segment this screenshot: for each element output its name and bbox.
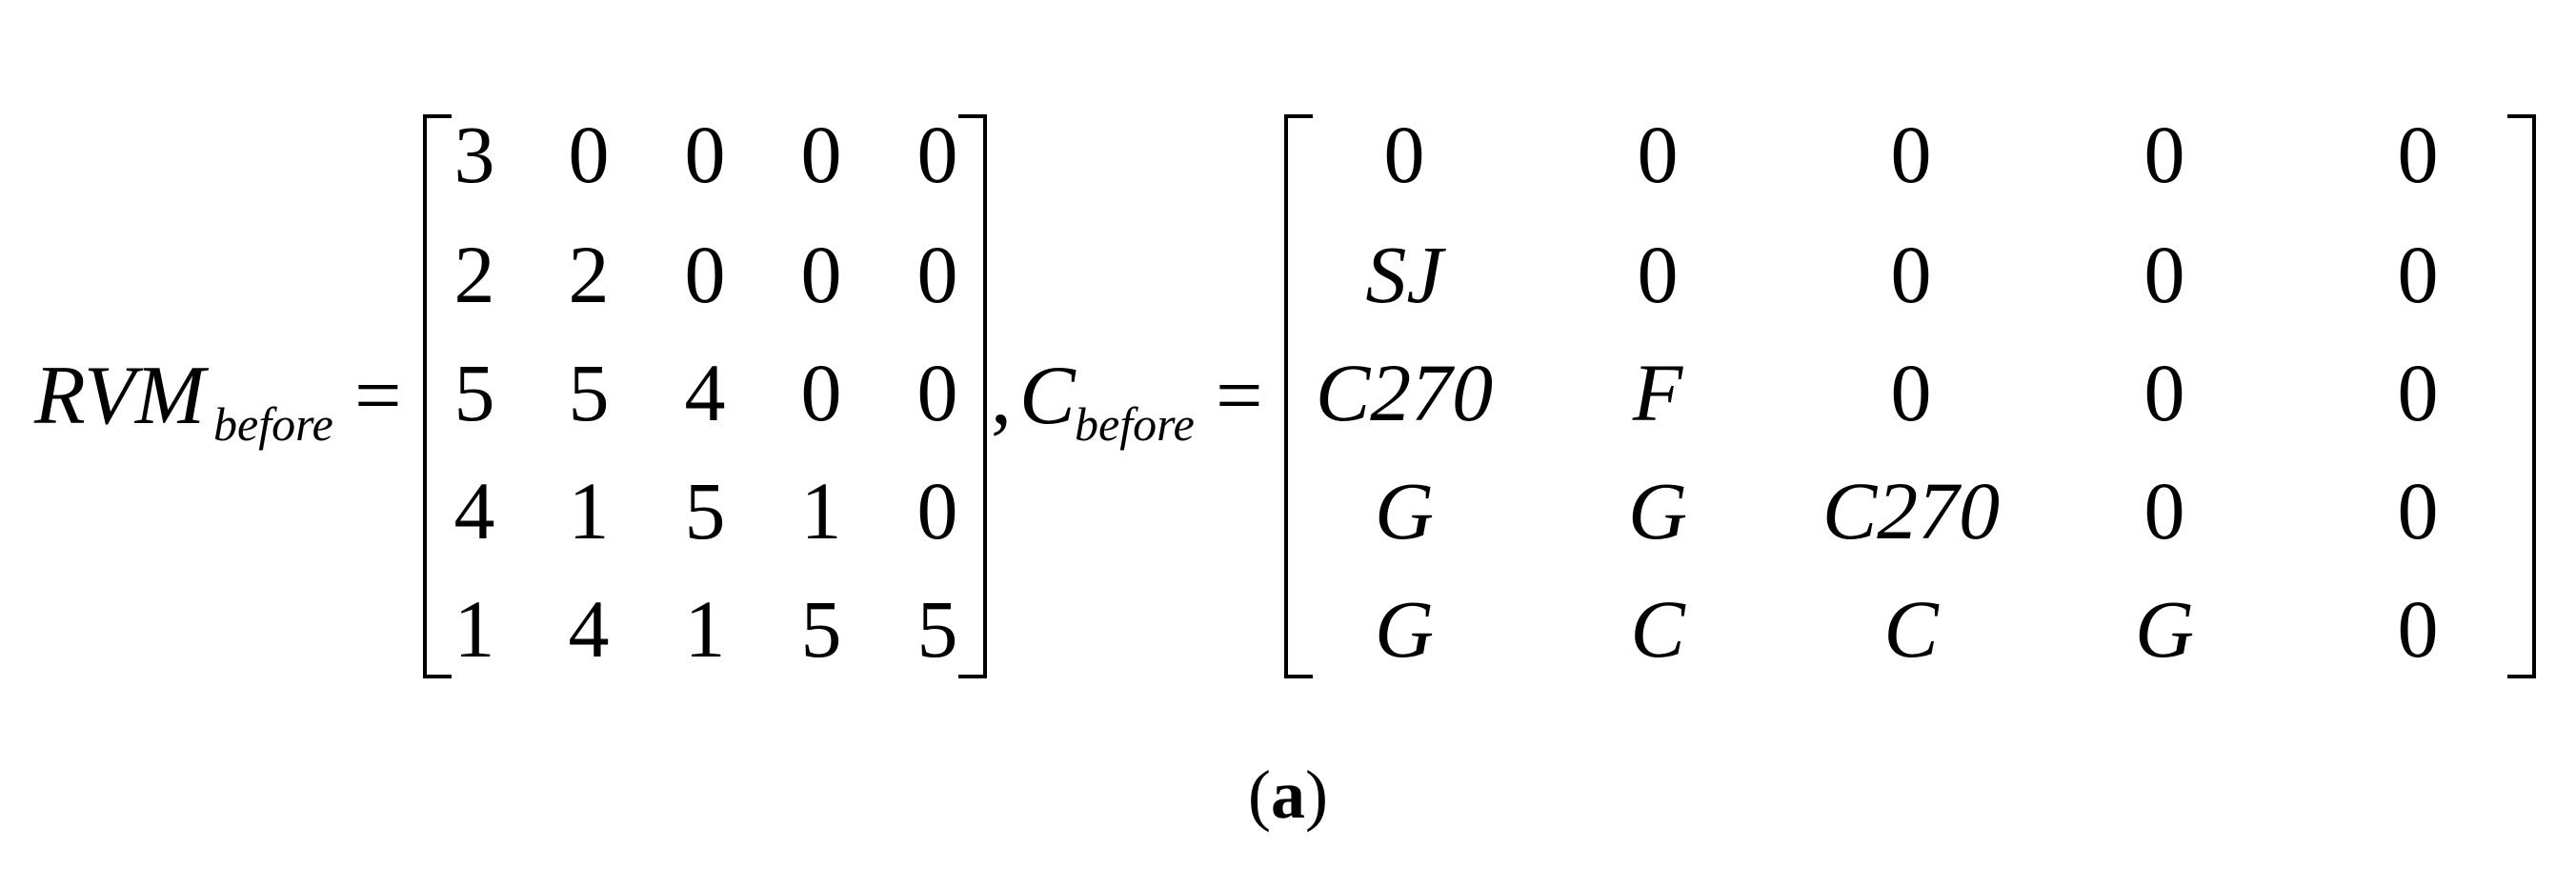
matrix1-cell-r1-c4: 0 xyxy=(800,109,842,200)
matrix1-cell-r3-c2: 5 xyxy=(568,347,610,438)
matrix2-cell-r5-c4: G xyxy=(2134,583,2195,675)
matrix1-left-bracket xyxy=(423,114,452,678)
matrix2-cell-r5-c5: 0 xyxy=(2397,583,2439,675)
matrix2-cell-r1-c4: 0 xyxy=(2143,109,2185,200)
matrix2-cell-r1-c1: 0 xyxy=(1383,109,1425,200)
matrix1-cell-r5-c3: 1 xyxy=(684,583,726,675)
matrix1-cell-r5-c4: 5 xyxy=(800,583,842,675)
matrix1-cell-r5-c5: 5 xyxy=(916,583,958,675)
matrix1-cell-r1-c2: 0 xyxy=(568,109,610,200)
matrix2-cell-r2-c3: 0 xyxy=(1890,229,1932,320)
matrix1-cell-r1-c1: 3 xyxy=(453,109,495,200)
matrix2-cell-r5-c1: G xyxy=(1374,583,1435,675)
matrix1-cell-r2-c4: 0 xyxy=(800,229,842,320)
matrix1-cell-r4-c5: 0 xyxy=(916,465,958,556)
caption-label: a xyxy=(1271,757,1305,833)
rvm-subscript: before xyxy=(213,397,333,451)
matrix2-cell-r3-c2: F xyxy=(1632,347,1683,438)
matrix1-cell-r2-c5: 0 xyxy=(916,229,958,320)
matrix1-cell-r4-c2: 1 xyxy=(568,465,610,556)
matrix1-cell-r1-c3: 0 xyxy=(684,109,726,200)
matrix1-cell-r2-c3: 0 xyxy=(684,229,726,320)
matrix1-right-bracket xyxy=(958,114,987,678)
equals-sign-1: = xyxy=(354,350,402,442)
matrix2-cell-r3-c3: 0 xyxy=(1890,347,1932,438)
matrix1-cell-r3-c3: 4 xyxy=(684,347,726,438)
matrix1-cell-r4-c4: 1 xyxy=(800,465,842,556)
matrix1-cell-r2-c1: 2 xyxy=(453,229,495,320)
matrix1-cell-r3-c4: 0 xyxy=(800,347,842,438)
matrix2-cell-r4-c1: G xyxy=(1374,465,1435,556)
c-subscript: before xyxy=(1075,397,1195,451)
matrix2-cell-r2-c5: 0 xyxy=(2397,229,2439,320)
matrix2-cell-r1-c5: 0 xyxy=(2397,109,2439,200)
matrix1-cell-r1-c5: 0 xyxy=(916,109,958,200)
matrix2-cell-r3-c4: 0 xyxy=(2143,347,2185,438)
matrix2-cell-r4-c3: C270 xyxy=(1821,465,2001,556)
matrix2-cell-r4-c4: 0 xyxy=(2143,465,2185,556)
matrix2-cell-r2-c4: 0 xyxy=(2143,229,2185,320)
matrix2-cell-r5-c3: C xyxy=(1883,583,1939,675)
matrix1-cell-r2-c2: 2 xyxy=(568,229,610,320)
matrix2-cell-r5-c2: C xyxy=(1630,583,1685,675)
matrix1-cell-r4-c3: 5 xyxy=(684,465,726,556)
separator-comma: , xyxy=(991,350,1012,442)
matrix1-cell-r5-c2: 4 xyxy=(568,583,610,675)
matrix1-cell-r3-c1: 5 xyxy=(453,347,495,438)
caption-close-paren: ) xyxy=(1305,757,1328,833)
matrix1-cell-r3-c5: 0 xyxy=(916,347,958,438)
matrix2-cell-r1-c2: 0 xyxy=(1637,109,1679,200)
rvm-symbol: RVM xyxy=(34,350,206,442)
matrix2-cell-r2-c2: 0 xyxy=(1637,229,1679,320)
matrix2-right-bracket xyxy=(2507,114,2536,678)
matrix2-cell-r4-c5: 0 xyxy=(2397,465,2439,556)
c-symbol: C xyxy=(1019,350,1076,442)
matrix2-left-bracket xyxy=(1284,114,1313,678)
matrix1-cell-r5-c1: 1 xyxy=(453,583,495,675)
caption-open-paren: ( xyxy=(1248,757,1271,833)
figure-caption: (a) xyxy=(1248,760,1328,829)
equals-sign-2: = xyxy=(1216,350,1263,442)
matrix2-cell-r3-c1: C270 xyxy=(1315,347,1494,438)
matrix2-cell-r2-c1: SJ xyxy=(1365,229,1443,320)
matrix1-cell-r4-c1: 4 xyxy=(453,465,495,556)
matrix2-cell-r3-c5: 0 xyxy=(2397,347,2439,438)
matrix2-cell-r1-c3: 0 xyxy=(1890,109,1932,200)
matrix2-cell-r4-c2: G xyxy=(1627,465,1688,556)
